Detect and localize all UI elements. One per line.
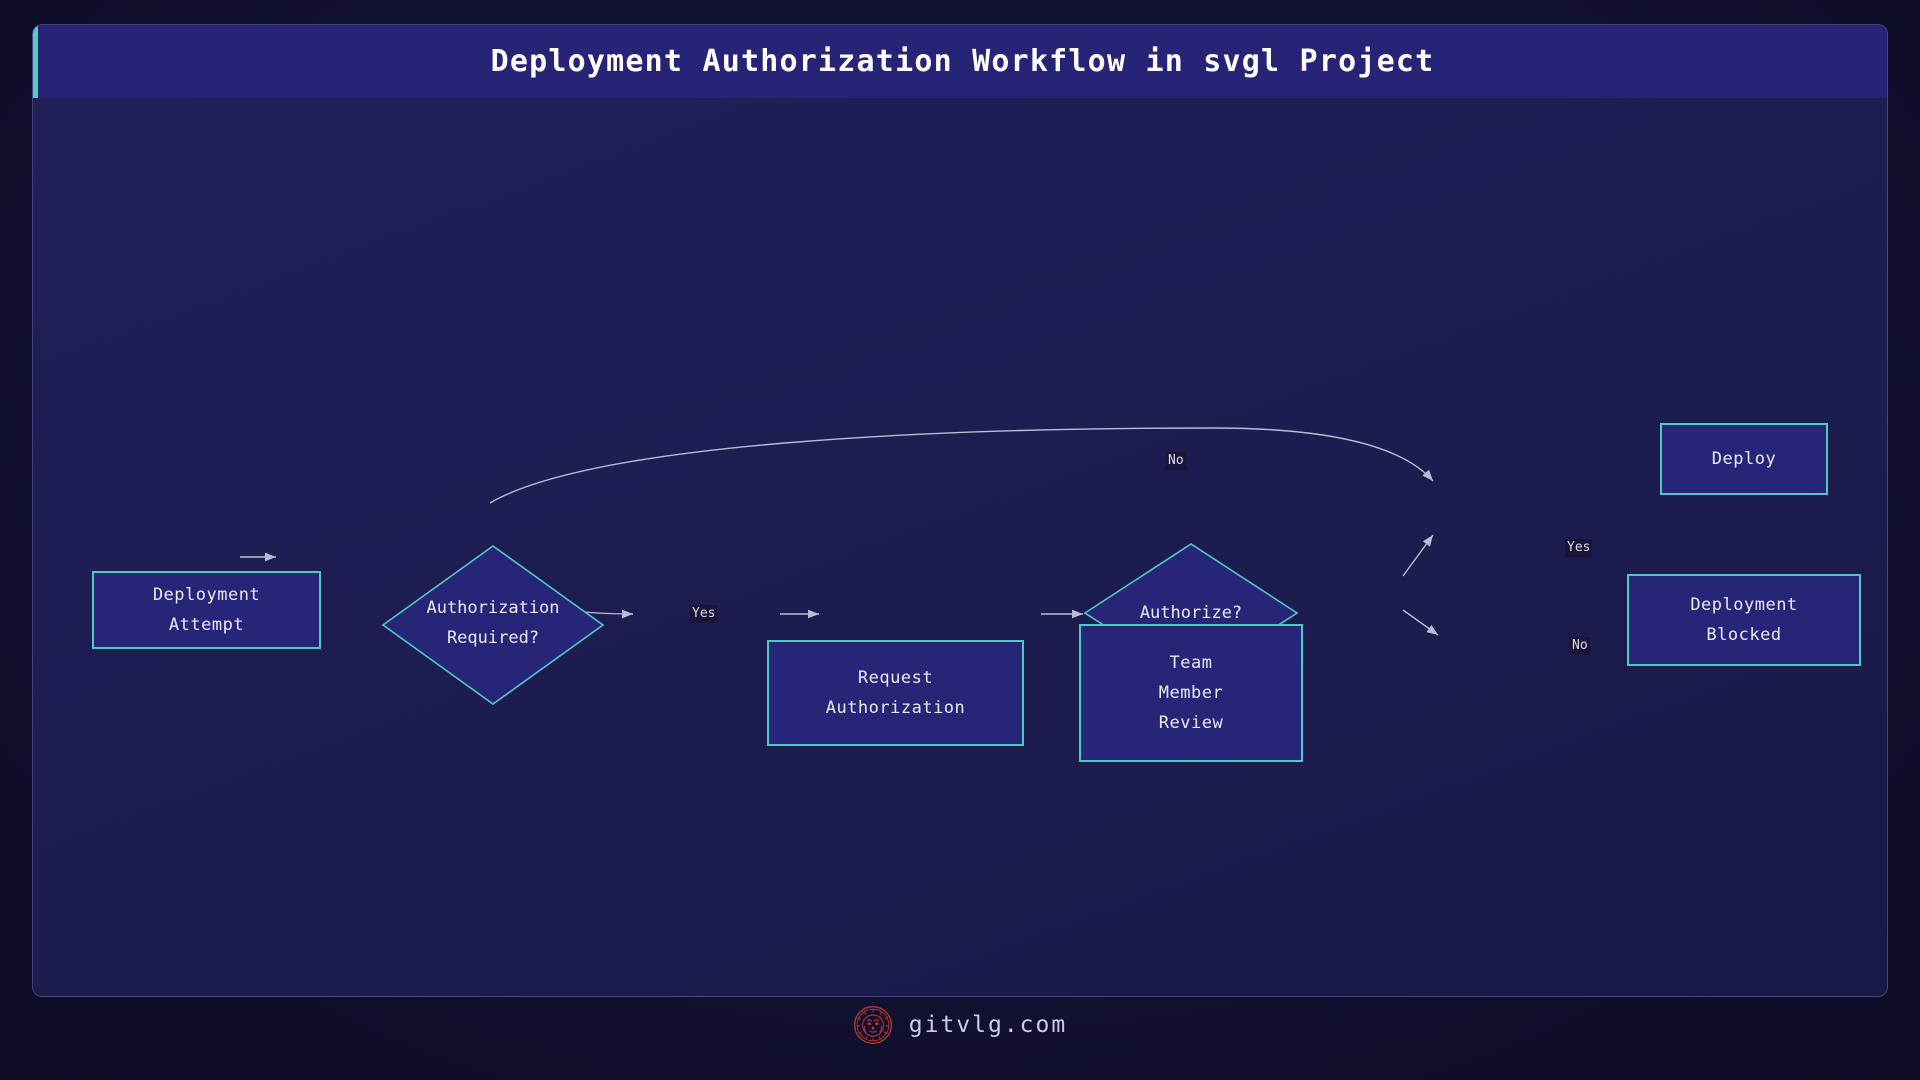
- node-authorization-required-label: Authorization Required?: [383, 593, 603, 653]
- footer-brand-text: gitvlg.com: [908, 1012, 1068, 1038]
- node-line: Required?: [446, 628, 540, 648]
- node-deploy[interactable]: Deploy: [1660, 423, 1828, 495]
- lion-logo-icon: [853, 1006, 892, 1044]
- node-line: Authorization: [426, 598, 560, 618]
- node-line: Blocked: [1706, 625, 1782, 645]
- node-line: Deployment: [152, 585, 261, 605]
- node-deployment-attempt[interactable]: Deployment Attempt: [92, 571, 321, 649]
- node-line: Team: [1169, 653, 1213, 673]
- edge-label-yes-authorize: Yes: [1565, 539, 1593, 557]
- footer-watermark: gitvlg.com: [0, 1005, 1920, 1045]
- node-line: Authorize?: [1139, 603, 1243, 623]
- page-title: Deployment Authorization Workflow in svg…: [490, 44, 1435, 79]
- edge-label-no-authreq: No: [1166, 452, 1186, 470]
- node-request-authorization[interactable]: Request Authorization: [767, 640, 1024, 746]
- node-line: Authorization: [825, 698, 966, 718]
- edge-authreq-to-deploy-no: [489, 427, 1434, 504]
- node-line: Attempt: [168, 615, 245, 635]
- node-line: Deployment: [1690, 595, 1798, 615]
- node-authorize-label: Authorize?: [1085, 598, 1297, 628]
- node-deployment-blocked[interactable]: Deployment Blocked: [1627, 574, 1861, 666]
- node-team-member-review[interactable]: Team Member Review: [1079, 624, 1303, 762]
- title-bar: Deployment Authorization Workflow in svg…: [33, 25, 1887, 98]
- edge-authorize-to-blocked-no: [1402, 609, 1439, 636]
- edge-authorize-to-deploy-yes: [1402, 534, 1434, 577]
- flowchart-canvas: Deployment Attempt Request Authorization…: [33, 98, 1887, 996]
- edge-label-no-authorize: No: [1570, 637, 1590, 655]
- node-line: Deploy: [1711, 449, 1777, 469]
- node-line: Request: [857, 668, 934, 688]
- edge-label-yes-authreq: Yes: [690, 605, 718, 623]
- node-authreq-shape[interactable]: [381, 545, 605, 705]
- node-line: Review: [1158, 713, 1224, 733]
- flowchart-edges: [240, 427, 1439, 705]
- diagram-panel: Deployment Authorization Workflow in svg…: [32, 24, 1888, 997]
- node-line: Member: [1158, 683, 1224, 703]
